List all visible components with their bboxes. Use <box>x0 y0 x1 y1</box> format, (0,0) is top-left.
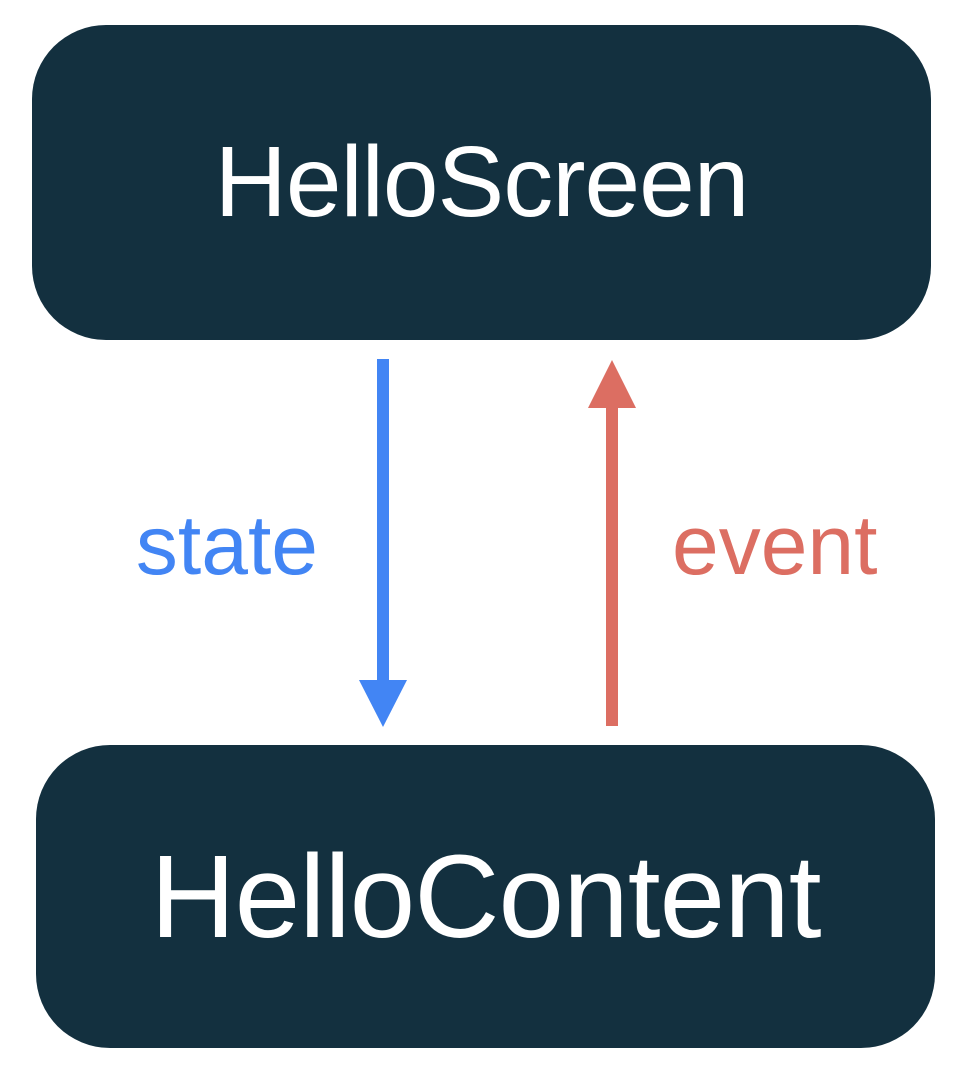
event-arrow-shaft <box>606 400 618 726</box>
edge-label-state: state <box>135 498 318 592</box>
edge-label-event: event <box>672 498 878 592</box>
node-helloscreen-label: HelloScreen <box>214 126 750 238</box>
state-arrow-shaft <box>377 359 389 685</box>
event-arrow-up-icon <box>588 360 636 726</box>
state-arrow-head <box>359 680 407 727</box>
node-hellocontent: HelloContent <box>36 745 935 1048</box>
state-arrow-down-icon <box>359 359 407 727</box>
node-hellocontent-label: HelloContent <box>150 830 821 963</box>
node-helloscreen: HelloScreen <box>32 25 931 340</box>
event-arrow-head <box>588 360 636 408</box>
